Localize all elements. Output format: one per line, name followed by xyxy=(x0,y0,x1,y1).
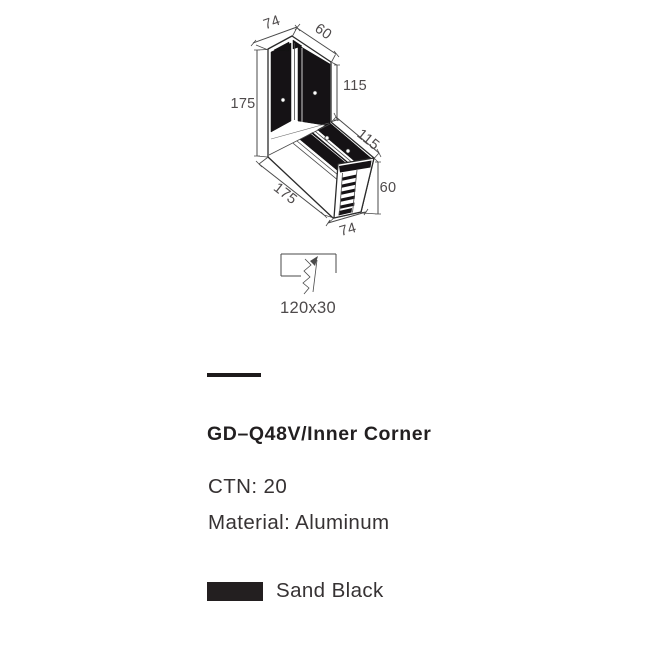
dim-top-depth: 60 xyxy=(312,21,335,44)
product-title: GD–Q48V/Inner Corner xyxy=(207,423,432,445)
dim-end-width: 74 xyxy=(338,220,358,240)
dim-top-width: 74 xyxy=(261,13,282,34)
dim-inner-height: 115 xyxy=(343,78,367,94)
material-line: Material: Aluminum xyxy=(208,511,390,534)
dim-outer-height: 175 xyxy=(230,96,255,112)
dim-outer-length: 175 xyxy=(270,180,300,208)
section-divider xyxy=(207,373,261,377)
screw-hole-dots xyxy=(280,90,351,154)
finish-row: Sand Black xyxy=(207,579,384,603)
dim-end-height: 60 xyxy=(380,180,397,196)
finish-color-swatch xyxy=(207,581,263,601)
ctn-line: CTN: 20 xyxy=(208,475,288,498)
profile-end-cross-section xyxy=(333,157,375,219)
profile-dark-faces xyxy=(270,39,374,184)
mount-cutout-label: 120x30 xyxy=(280,299,336,317)
recessed-mount-icon xyxy=(280,253,337,295)
finish-name-label: Sand Black xyxy=(276,579,384,602)
dimension-lines xyxy=(250,23,382,227)
